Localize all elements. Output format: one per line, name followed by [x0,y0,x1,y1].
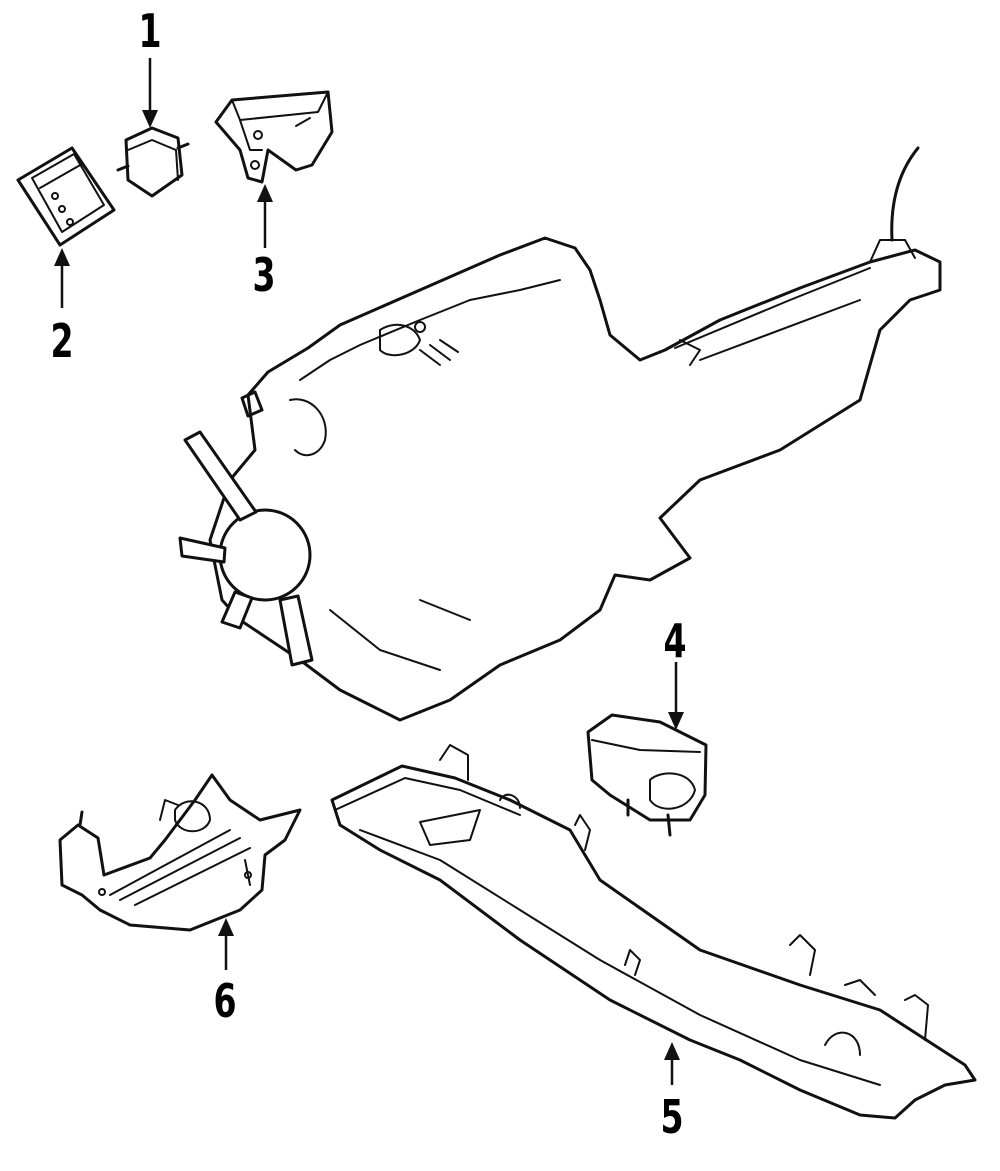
leader-3 [257,184,273,248]
part-2-mount-pad [16,146,116,247]
part-5-crossmember [330,744,977,1120]
leader-6 [218,918,234,970]
leader-1 [142,58,158,128]
part-6-bracket [58,773,302,932]
callout-6: 6 [213,974,237,1028]
callout-5: 5 [660,1090,684,1144]
leader-5 [664,1042,680,1085]
callout-1: 1 [138,4,162,58]
callout-3: 3 [252,248,276,302]
callout-2: 2 [50,314,74,368]
part-1-mount [116,126,190,198]
engine-transmission-assembly [178,146,942,722]
leader-4 [668,662,684,730]
leader-2 [54,248,70,308]
callout-4: 4 [663,614,687,668]
part-3-bracket [214,90,334,184]
part-4-mount [586,713,708,837]
